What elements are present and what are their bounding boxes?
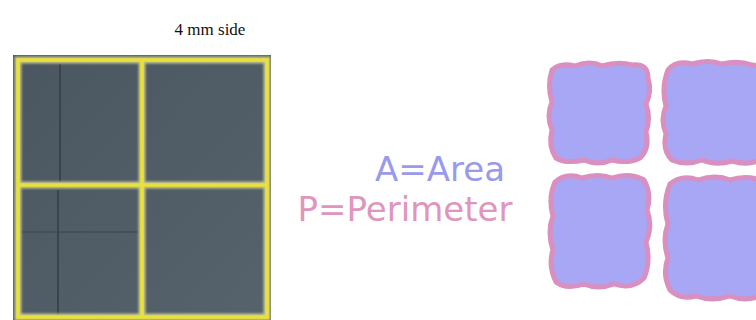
grid-glow <box>18 60 267 317</box>
faint-line <box>22 231 138 232</box>
area-legend-text: A=Area <box>375 150 505 189</box>
dimension-label: 4 mm side <box>175 20 246 40</box>
grid-photo <box>13 55 271 320</box>
perimeter-legend-text: P=Perimeter <box>298 190 513 229</box>
grid-lines <box>18 60 267 317</box>
faint-line <box>59 64 61 182</box>
particle-shapes <box>549 62 756 300</box>
faint-line <box>57 190 59 316</box>
